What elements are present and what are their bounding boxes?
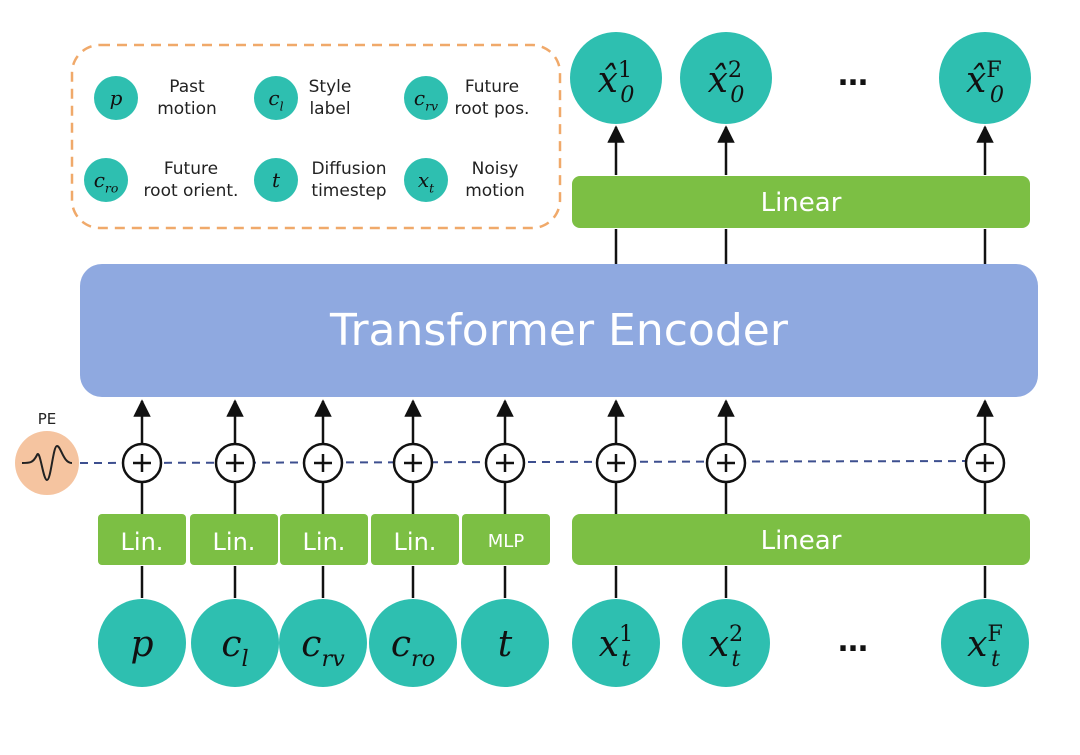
input-linear-block <box>572 514 1030 565</box>
legend-symbol-circle <box>404 158 448 202</box>
input-token-symbol: crv <box>301 624 345 672</box>
output-linear-label: Linear <box>761 188 842 218</box>
input-token-circle <box>279 599 367 687</box>
input-token-circle <box>572 599 660 687</box>
legend-symbol: t <box>272 168 281 192</box>
output-linear-block <box>572 176 1030 228</box>
input-token-circle <box>682 599 770 687</box>
output-token-circle <box>570 32 662 124</box>
projection-block <box>462 514 550 565</box>
legend-symbol-circle <box>254 76 298 120</box>
input-token-symbol: cro <box>391 624 435 672</box>
input-ellipsis: … <box>838 624 868 659</box>
plus-icon <box>496 454 514 472</box>
legend-description: Past <box>169 77 205 97</box>
input-token-circle <box>369 599 457 687</box>
projection-block <box>98 514 186 565</box>
token-column: crv <box>279 399 367 687</box>
transformer-encoder-label: Transformer Encoder <box>329 305 789 356</box>
token-column: t <box>461 399 549 687</box>
projection-label: Lin. <box>394 528 437 556</box>
projection-label: Lin. <box>213 528 256 556</box>
input-token-symbol: cl <box>221 624 248 672</box>
projection-label: Lin. <box>121 528 164 556</box>
token-column: cl <box>191 399 279 687</box>
legend-symbol: cl <box>268 86 283 114</box>
legend-description: root orient. <box>144 181 239 201</box>
plus-icon <box>717 454 735 472</box>
output-ellipsis: … <box>838 58 868 93</box>
pe-label: PE <box>38 410 57 428</box>
input-token-circle <box>98 599 186 687</box>
legend-symbol: cro <box>94 168 119 196</box>
legend-symbol-circle <box>84 158 128 202</box>
legend-description: Diffusion <box>311 159 386 179</box>
legend-description: Future <box>164 159 218 179</box>
legend-symbol: xt <box>418 168 434 196</box>
legend-description: Noisy <box>472 159 519 179</box>
legend-symbol-circle <box>404 76 448 120</box>
pe-wave-icon <box>21 444 73 482</box>
token-column: p <box>98 399 186 687</box>
plus-icon <box>226 454 244 472</box>
plus-icon <box>607 454 625 472</box>
input-token-symbol: p <box>130 624 153 665</box>
pe-node <box>15 431 79 495</box>
legend-description: motion <box>465 181 525 201</box>
projection-label: MLP <box>488 531 525 552</box>
input-token-circle <box>191 599 279 687</box>
plus-icon <box>133 454 151 472</box>
legend-symbol: crv <box>414 86 438 114</box>
pe-dashed-line <box>79 460 986 464</box>
plus-icon <box>404 454 422 472</box>
pe-circle <box>15 431 79 495</box>
plus-icon <box>976 454 994 472</box>
output-token-circle <box>939 32 1031 124</box>
input-token-circle <box>941 599 1029 687</box>
plus-icon <box>314 454 332 472</box>
input-linear-label: Linear <box>761 526 842 556</box>
input-token-circle <box>461 599 549 687</box>
projection-block <box>371 514 459 565</box>
legend-description: timestep <box>311 181 386 201</box>
legend-description: Style <box>309 77 352 97</box>
projection-block <box>280 514 368 565</box>
legend-description: root pos. <box>455 99 530 119</box>
projection-block <box>190 514 278 565</box>
legend-description: Future <box>465 77 519 97</box>
transformer-encoder-block <box>80 264 1038 397</box>
legend-symbol-circle <box>94 76 138 120</box>
input-token-symbol: t <box>498 624 513 665</box>
token-column: cro <box>369 399 457 687</box>
legend-symbol: p <box>110 86 123 110</box>
projection-label: Lin. <box>303 528 346 556</box>
legend-description: motion <box>157 99 217 119</box>
legend-symbol-circle <box>254 158 298 202</box>
legend-description: label <box>309 99 350 119</box>
output-token-circle <box>680 32 772 124</box>
